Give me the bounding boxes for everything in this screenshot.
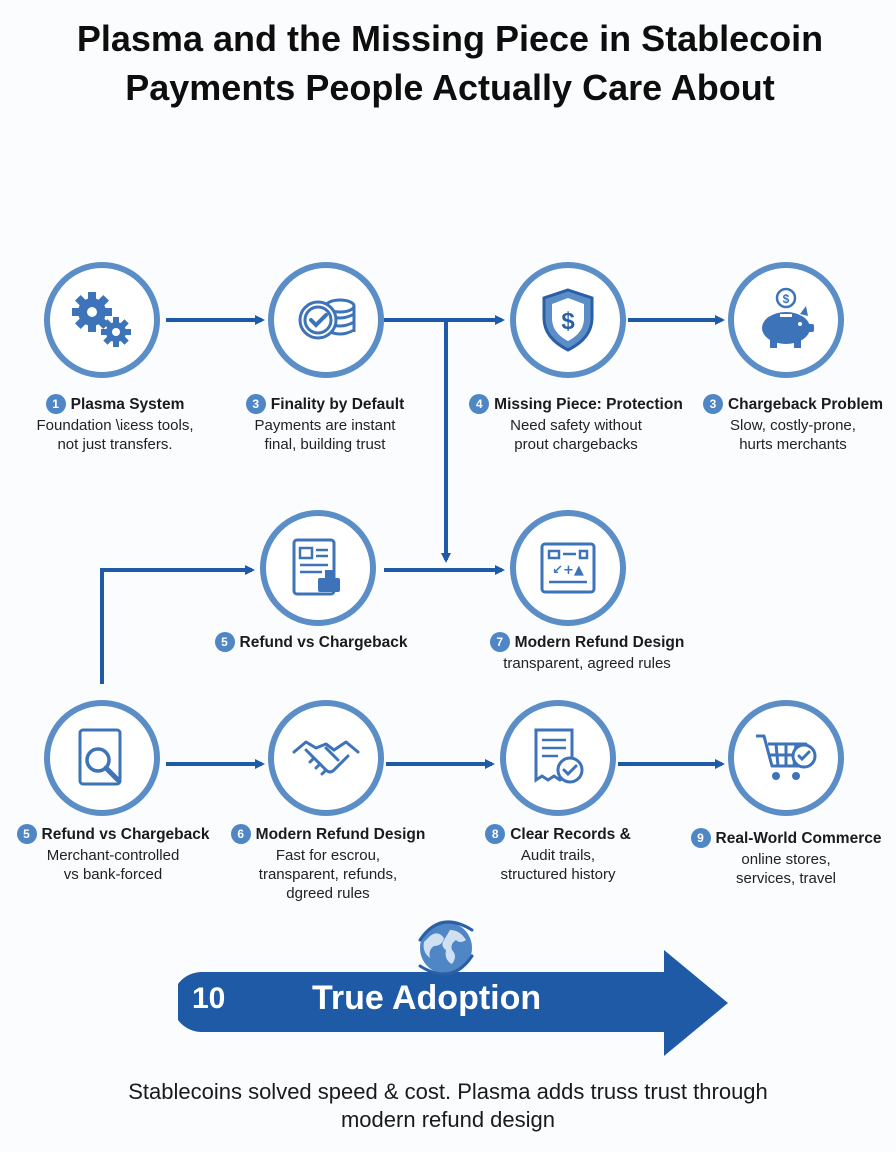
- globe-icon: [418, 920, 474, 976]
- svg-text:$: $: [561, 308, 575, 335]
- footer-line-2: modern refund design: [340, 1107, 556, 1132]
- banner-number: 10: [192, 982, 226, 1015]
- step-desc: Payments are instant: [254, 417, 396, 434]
- title-line-2: Payments People Actually Care About: [125, 67, 775, 108]
- step-5-circle: [260, 510, 376, 626]
- step-number-badge: 5: [214, 632, 235, 652]
- true-adoption-banner: 10 True Adoption: [178, 950, 730, 1056]
- step-number-badge: 1: [45, 394, 66, 414]
- step-desc: vs bank-forced: [63, 866, 163, 883]
- step-title: Refund vs Chargeback: [239, 634, 408, 651]
- step-title: Plasma System: [70, 396, 185, 413]
- rules-board-icon: ↙+▲: [540, 542, 596, 594]
- step-title: Refund vs Chargeback: [41, 826, 210, 843]
- step-number-badge: 4: [469, 394, 490, 414]
- step-desc: not just transfers.: [57, 436, 173, 453]
- step-title: Modern Refund Design: [514, 634, 685, 651]
- step-3-circle: $: [510, 262, 626, 378]
- step-title: Missing Piece: Protection: [494, 396, 683, 413]
- banner-text: True Adoption: [312, 979, 542, 1017]
- step-desc: transparent, agreed rules: [503, 655, 671, 672]
- step-number-badge: 6: [230, 824, 251, 844]
- step-desc: final, building trust: [264, 436, 386, 453]
- step-title: Modern Refund Design: [255, 826, 426, 843]
- step-title: Clear Records &: [510, 826, 631, 843]
- step-number-badge: 8: [485, 824, 506, 844]
- step-desc: Fast for escrou,: [275, 847, 381, 864]
- step-desc: dgreed rules: [286, 885, 370, 902]
- handshake-icon: [292, 740, 360, 776]
- step-desc: Audit trails,: [520, 847, 596, 864]
- piggy-bank-icon: $: [762, 287, 814, 348]
- step-desc: Slow, costly-prone,: [730, 417, 856, 434]
- shield-dollar-icon: $: [542, 288, 594, 352]
- step-7-circle: [44, 700, 160, 816]
- step-number-badge: 7: [489, 632, 510, 652]
- step-title: Real-World Commerce: [715, 830, 882, 847]
- step-desc: hurts merchants: [739, 436, 847, 453]
- step-number-badge: 9: [690, 828, 711, 848]
- footer-line-1: Stablecoins solved speed & cost. Plasma …: [128, 1079, 768, 1104]
- step-desc: Foundation \iɛess tools,: [36, 417, 194, 434]
- document-stamp-icon: [292, 538, 340, 596]
- step-4-circle: $: [728, 262, 844, 378]
- step-desc: structured history: [500, 866, 616, 883]
- step-desc: prout chargebacks: [514, 436, 638, 453]
- step-desc: services, travel: [735, 870, 837, 887]
- step-desc: transparent, refunds,: [258, 866, 398, 883]
- banner-arrow-shape: [178, 950, 728, 1056]
- step-2-circle: [268, 262, 384, 378]
- step-number-badge: 3: [245, 394, 266, 414]
- step-title: Chargeback Problem: [727, 396, 884, 413]
- receipt-check-icon: [534, 728, 584, 784]
- coins-check-icon: [298, 298, 356, 340]
- step-desc: Merchant-controlled: [46, 847, 180, 864]
- step-number-badge: 5: [16, 824, 37, 844]
- step-desc: online stores,: [741, 851, 831, 868]
- shopping-cart-check-icon: [756, 734, 817, 780]
- step-desc: Need safety without: [510, 417, 642, 434]
- title-line-1: Plasma and the Missing Piece in Stableco…: [76, 18, 824, 59]
- step-number-badge: 3: [702, 394, 723, 414]
- step-8-circle: [268, 700, 384, 816]
- page-title: Plasma and the Missing Piece in Stableco…: [20, 14, 880, 112]
- svg-text:$: $: [783, 292, 790, 306]
- svg-text:↙+▲: ↙+▲: [552, 563, 584, 578]
- step-1-circle: [44, 262, 160, 378]
- document-search-icon: [78, 728, 122, 786]
- step-title: Finality by Default: [270, 396, 405, 413]
- footer-caption: Stablecoins solved speed & cost. Plasma …: [60, 1078, 836, 1134]
- gears-icon: [72, 292, 131, 347]
- step-10-circle: [728, 700, 844, 816]
- arrow-loop: [100, 565, 255, 684]
- step-9-circle: [500, 700, 616, 816]
- step-6-circle: ↙+▲: [510, 510, 626, 626]
